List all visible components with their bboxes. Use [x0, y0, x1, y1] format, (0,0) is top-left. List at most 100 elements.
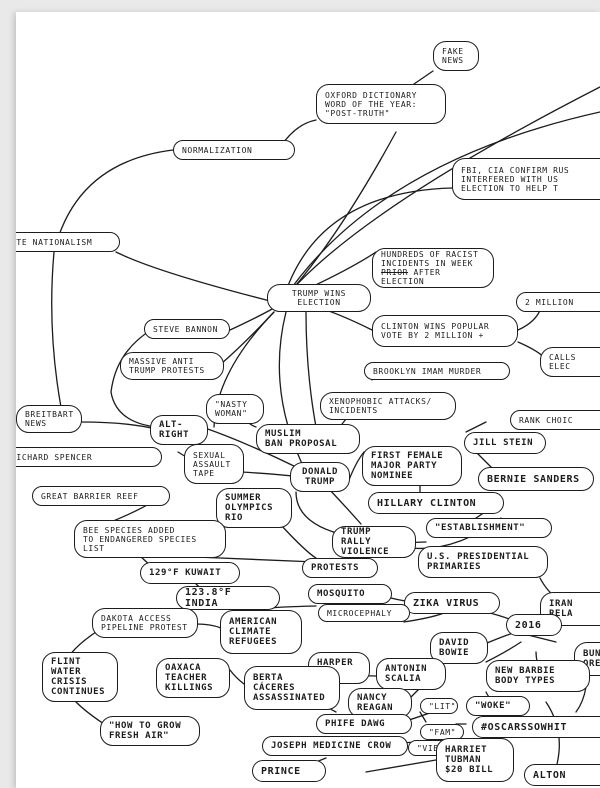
fake-news-node: FAKE NEWS — [433, 41, 479, 71]
kuwait-label: 129°F KUWAIT — [149, 568, 222, 578]
clinton-popular-node: CLINTON WINS POPULAR VOTE BY 2 MILLION + — [372, 315, 518, 347]
summer-olympics-node: SUMMER OLYMPICS RIO — [216, 488, 292, 528]
brooklyn-imam-node: BROOKLYN IMAM MURDER — [364, 362, 510, 380]
dakota-label: DAKOTA ACCESS PIPELINE PROTEST — [101, 614, 188, 632]
joseph-medicine-crow-label: JOSEPH MEDICINE CROW — [271, 741, 392, 751]
xenophobic-node: XENOPHOBIC ATTACKS/ INCIDENTS — [320, 392, 456, 420]
richard-spencer-label: RICHARD SPENCER — [16, 452, 93, 462]
oscars-node: #OSCARSSOWHIT — [472, 716, 600, 738]
iran-rela-node: IRAN RELA — [540, 592, 600, 626]
year-2016-label: 2016 — [515, 619, 542, 631]
sexual-assault-node: SEXUAL ASSAULT TAPE — [184, 444, 244, 484]
calls-elec-node: CALLS ELEC — [540, 347, 600, 377]
fam-label: "FAM" — [429, 727, 457, 737]
oxford-word-node: OXFORD DICTIONARY WORD OF THE YEAR: "POS… — [316, 84, 446, 124]
establishment-label: "ESTABLISHMENT" — [435, 523, 526, 533]
fbi-cia-label: FBI, CIA CONFIRM RUS INTERFERED WITH US … — [461, 165, 570, 193]
two-million-node: 2 MILLION — [516, 292, 600, 312]
microcephaly-label: MICROCEPHALY — [327, 608, 392, 618]
xenophobic-label: XENOPHOBIC ATTACKS/ INCIDENTS — [329, 397, 432, 415]
muslim-ban-label: MUSLIM BAN PROPOSAL — [265, 429, 338, 449]
donald-trump-label: DONALD TRUMP — [301, 467, 339, 487]
berta-caceres-node: BERTA CÁCERES ASSASSINATED — [244, 666, 340, 710]
phife-dawg-label: PHIFE DAWG — [325, 719, 386, 729]
antonin-scalia-label: ANTONIN SCALIA — [385, 664, 428, 684]
bernie-sanders-node: BERNIE SANDERS — [478, 467, 594, 491]
rank-choice-label: RANK CHOIC — [519, 415, 574, 425]
flint-label: FLINT WATER CRISIS CONTINUES — [51, 657, 106, 697]
david-bowie-node: DAVID BOWIE — [430, 632, 488, 664]
calls-elec-label: CALLS ELEC — [549, 353, 577, 371]
protests-node: PROTESTS — [302, 558, 378, 578]
year-2016-node: 2016 — [506, 614, 562, 636]
rank-choice-node: RANK CHOIC — [510, 410, 600, 430]
trump-rally-label: TRUMP RALLY VIOLENCE — [341, 527, 390, 557]
mosquito-label: MOSQUITO — [317, 589, 366, 599]
racist-incidents-prior: PRIOR — [381, 268, 409, 277]
normalization-node: NORMALIZATION — [173, 140, 295, 160]
summer-olympics-label: SUMMER OLYMPICS RIO — [225, 493, 274, 523]
flint-node: FLINT WATER CRISIS CONTINUES — [42, 652, 118, 702]
bee-species-label: BEE SPECIES ADDED TO ENDANGERED SPECIES … — [83, 525, 197, 553]
harriet-tubman-node: HARRIET TUBMAN $20 BILL — [436, 738, 514, 782]
hillary-clinton-node: HILLARY CLINTON — [368, 492, 504, 514]
alton-label: ALTON — [533, 769, 567, 781]
woke-node: "WOKE" — [466, 696, 530, 716]
alt-right-label: ALT- RIGHT — [159, 420, 190, 440]
hillary-clinton-label: HILLARY CLINTON — [377, 497, 477, 509]
zika-virus-node: ZIKA VIRUS — [404, 592, 500, 614]
breitbart-node: BREITBART NEWS — [16, 405, 82, 433]
dakota-node: DAKOTA ACCESS PIPELINE PROTEST — [92, 608, 198, 638]
protests-label: PROTESTS — [311, 563, 360, 573]
racist-incidents-line-2: PRIOR AFTER ELECTION — [381, 268, 479, 286]
phife-dawg-node: PHIFE DAWG — [316, 714, 412, 734]
trump-rally-node: TRUMP RALLY VIOLENCE — [332, 526, 416, 558]
berta-caceres-label: BERTA CÁCERES ASSASSINATED — [253, 673, 326, 703]
oxford-word-label: OXFORD DICTIONARY WORD OF THE YEAR: "POS… — [325, 90, 418, 118]
bun-ore-label: BUN ORE — [583, 649, 600, 669]
jill-stein-node: JILL STEIN — [464, 432, 546, 454]
alt-right-node: ALT- RIGHT — [150, 415, 208, 445]
lit-node: "LIT" — [420, 698, 458, 714]
kuwait-node: 129°F KUWAIT — [140, 562, 240, 584]
massive-protests-node: MASSIVE ANTI TRUMP PROTESTS — [120, 352, 224, 380]
oaxaca-node: OAXACA TEACHER KILLINGS — [156, 658, 230, 698]
new-barbie-label: NEW BARBIE BODY TYPES — [495, 666, 556, 686]
nasty-woman-label: "NASTY WOMAN" — [215, 400, 248, 418]
fbi-cia-node: FBI, CIA CONFIRM RUS INTERFERED WITH US … — [452, 158, 600, 200]
two-million-label: 2 MILLION — [525, 297, 574, 307]
iran-rela-label: IRAN RELA — [549, 599, 574, 619]
joseph-medicine-crow-node: JOSEPH MEDICINE CROW — [262, 736, 408, 756]
trump-wins-label: TRUMP WINS ELECTION — [291, 289, 347, 307]
great-barrier-node: GREAT BARRIER REEF — [32, 486, 170, 506]
woke-label: "WOKE" — [475, 701, 512, 711]
us-primaries-label: U.S. PRESIDENTIAL PRIMARIES — [427, 552, 530, 572]
clinton-popular-label: CLINTON WINS POPULAR VOTE BY 2 MILLION + — [381, 322, 490, 340]
nasty-woman-node: "NASTY WOMAN" — [206, 394, 264, 424]
racist-incidents-line-1: HUNDREDS OF RACIST INCIDENTS IN WEEK — [381, 250, 479, 268]
prince-node: PRINCE — [252, 760, 326, 782]
trump-wins-node: TRUMP WINS ELECTION — [267, 284, 371, 312]
vibe-label: "VIBE" — [417, 743, 450, 753]
mosquito-node: MOSQUITO — [308, 584, 392, 604]
antonin-scalia-node: ANTONIN SCALIA — [376, 658, 446, 690]
brooklyn-imam-label: BROOKLYN IMAM MURDER — [373, 366, 482, 376]
sexual-assault-label: SEXUAL ASSAULT TAPE — [193, 450, 231, 478]
first-female-node: FIRST FEMALE MAJOR PARTY NOMINEE — [362, 446, 462, 486]
jill-stein-label: JILL STEIN — [473, 438, 534, 448]
establishment-node: "ESTABLISHMENT" — [426, 518, 552, 538]
harriet-tubman-label: HARRIET TUBMAN $20 BILL — [445, 745, 494, 775]
oaxaca-label: OAXACA TEACHER KILLINGS — [165, 663, 214, 693]
richard-spencer-node: RICHARD SPENCER — [16, 447, 162, 467]
muslim-ban-node: MUSLIM BAN PROPOSAL — [256, 424, 360, 454]
white-nationalism-node: ITE NATIONALISM — [16, 232, 120, 252]
first-female-label: FIRST FEMALE MAJOR PARTY NOMINEE — [371, 451, 444, 481]
how-to-grow-node: "HOW TO GROW FRESH AIR" — [100, 716, 200, 746]
white-nationalism-label: ITE NATIONALISM — [16, 237, 93, 247]
microcephaly-node: MICROCEPHALY — [318, 604, 410, 622]
nancy-reagan-label: NANCY REAGAN — [357, 693, 394, 713]
mind-map-sheet: FAKE NEWS OXFORD DICTIONARY WORD OF THE … — [16, 12, 600, 788]
bernie-sanders-label: BERNIE SANDERS — [487, 473, 580, 485]
